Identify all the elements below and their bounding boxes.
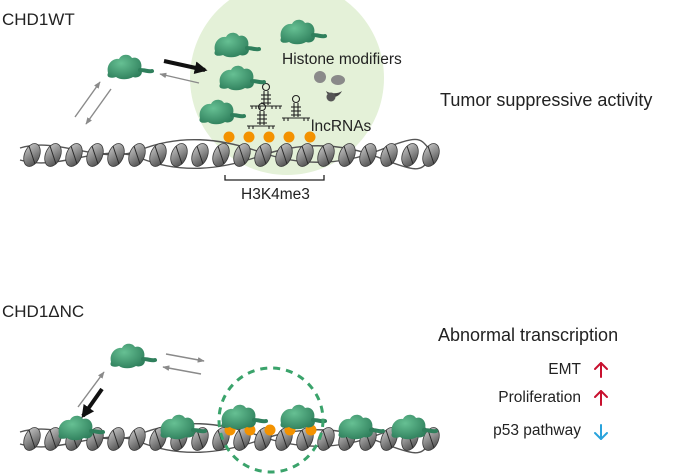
dna-wrap	[238, 145, 246, 165]
h3k4me3-bracket	[224, 175, 325, 181]
chd1-protein-free	[105, 52, 154, 82]
h3k4me3-label: H3K4me3	[241, 186, 310, 203]
dna-wrap	[427, 429, 435, 449]
emt-label: EMT	[548, 361, 581, 378]
dna-wrap	[133, 145, 141, 165]
dna-wrap	[301, 429, 309, 449]
dna-wrap	[49, 145, 57, 165]
proliferation-label: Proliferation	[498, 389, 581, 406]
dna-wrap	[91, 145, 99, 165]
histone-modifiers-icon	[314, 71, 345, 102]
dna-wrap	[385, 145, 393, 165]
lncrnas-label: lncRNAs	[311, 118, 372, 135]
nucleosome-array-top	[23, 143, 440, 167]
dna-wrap	[175, 145, 183, 165]
p53-pathway-label: p53 pathway	[493, 422, 581, 439]
histone-modifiers-label: Histone modifiers	[282, 51, 402, 68]
dna-wrap	[112, 145, 120, 165]
dna-wrap	[301, 145, 309, 165]
dna-wrap	[238, 429, 246, 449]
dna-wrap	[280, 429, 288, 449]
h3k4me3-marks	[223, 131, 316, 143]
dashed-circle	[217, 366, 325, 474]
dna-wrap	[259, 145, 267, 165]
dna-wrap	[322, 145, 330, 165]
dna-wrap	[196, 429, 204, 449]
dna-wrap	[154, 145, 162, 165]
dna-wrap	[28, 145, 36, 165]
dna-wrap	[322, 429, 330, 449]
wt-title: CHD1WT	[2, 10, 75, 29]
dna-wrap	[28, 429, 36, 449]
dna-wrap	[70, 145, 78, 165]
effect-arrows	[594, 362, 608, 440]
emt-up-arrow	[594, 362, 608, 378]
arrows-top	[74, 59, 208, 125]
dna-wrap	[427, 145, 435, 165]
delta-title: CHD1ΔNC	[2, 302, 85, 321]
dna-wrap	[364, 145, 372, 165]
dna-wrap	[343, 145, 351, 165]
dna-wrap	[280, 145, 288, 165]
dna-wrap	[196, 145, 204, 165]
dna-wrap	[49, 429, 57, 449]
proliferation-up-arrow	[594, 390, 608, 406]
p53-down-arrow	[594, 424, 608, 440]
dna-wrap	[112, 429, 120, 449]
lncrna-hairpins	[247, 82, 310, 129]
dna-wrap	[217, 145, 225, 165]
dna-wrap	[406, 145, 414, 165]
dna-wrap	[259, 429, 267, 449]
tumor-suppressive-label: Tumor suppressive activity	[440, 90, 653, 110]
dna-wrap	[133, 429, 141, 449]
dna-wrap	[154, 429, 162, 449]
chd1-delta-proteins	[56, 341, 438, 443]
arrows-bottom	[77, 353, 205, 419]
dna-wrap	[385, 429, 393, 449]
abnormal-transcription-label: Abnormal transcription	[438, 325, 619, 345]
